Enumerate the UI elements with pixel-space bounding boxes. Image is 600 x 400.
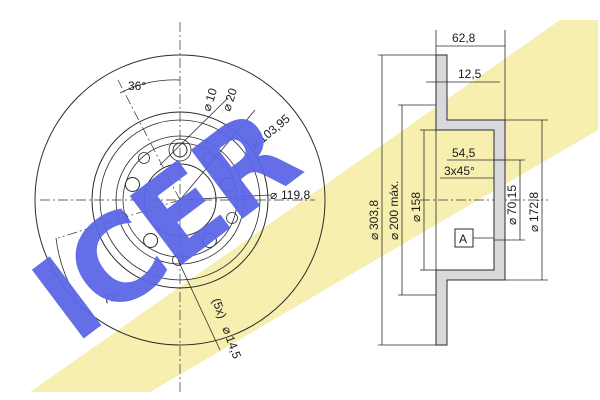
- leader-line: [177, 259, 221, 351]
- label-36-deg: 36°: [128, 79, 146, 93]
- leader-line: [179, 109, 256, 201]
- dia-symbol: ⌀: [387, 233, 401, 240]
- dia-symbol: ⌀: [409, 215, 423, 222]
- leader-line: [159, 97, 229, 166]
- pin-hole-ring: [168, 138, 192, 162]
- dia-symbol: ⌀: [367, 233, 381, 240]
- dia-symbol: ⌀: [219, 324, 235, 336]
- friction-ring-inner: [91, 111, 269, 289]
- dia-symbol: ⌀: [220, 102, 236, 113]
- label-72-deg: 72°: [101, 288, 123, 307]
- label-dia-119-8: 119,8: [281, 188, 310, 202]
- leader-line: [179, 194, 271, 201]
- pin-hole: [202, 152, 214, 164]
- pin-hole: [172, 254, 184, 266]
- label-dia-303-8: 303,8: [367, 200, 381, 230]
- angle-arc-72: [55, 237, 76, 296]
- bolt-hole: [172, 142, 188, 158]
- label-54-5: 54,5: [452, 146, 476, 160]
- bolt-hole: [143, 233, 159, 248]
- label-holes-5x: (5x): [209, 296, 229, 320]
- label-3x45: 3x45°: [444, 164, 475, 178]
- pin-hole: [226, 212, 238, 224]
- bolt-hole: [220, 177, 235, 192]
- angle-arc-36: [119, 79, 181, 94]
- label-dia-70-15: 70,15: [505, 185, 519, 215]
- hat-outer: [99, 119, 261, 281]
- angle-line: [117, 79, 181, 201]
- label-62-8: 62,8: [452, 31, 476, 45]
- label-dia-172-8: 172,8: [527, 192, 541, 222]
- label-dia-200-max: 200 máx.: [387, 181, 401, 230]
- label-dia-158: 158: [409, 192, 423, 212]
- dia-symbol: ⌀: [270, 188, 277, 202]
- label-12-5: 12,5: [458, 67, 482, 81]
- dia-symbol: ⌀: [200, 102, 216, 113]
- center-bore: [143, 163, 217, 237]
- section-marker-label: A: [459, 232, 467, 246]
- pin-hole: [116, 212, 128, 224]
- side-view: 62,8 12,5 54,5 3x45° ⌀ 303,8 ⌀ 200 máx. …: [367, 30, 548, 346]
- angle-line: [57, 199, 181, 239]
- pin-hole: [138, 152, 150, 164]
- dia-symbol: ⌀: [505, 218, 519, 225]
- label-dia-20: 20: [223, 86, 241, 103]
- label-dia-10: 10: [203, 86, 221, 103]
- bolt-hole: [201, 233, 217, 248]
- background-wedge: [30, 20, 598, 392]
- disc-outer-edge: [34, 54, 326, 346]
- bolt-hole: [125, 177, 140, 192]
- dia-symbol: ⌀: [527, 225, 541, 232]
